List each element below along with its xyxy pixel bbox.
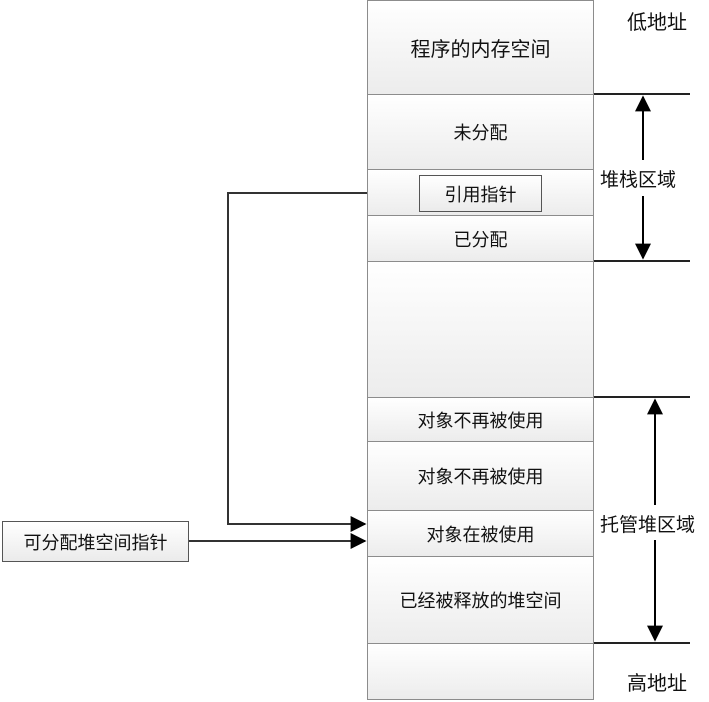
object-in-use-label: 对象在被使用 (426, 524, 535, 546)
program-space-cell: 程序的内存空间 (367, 0, 594, 95)
bottom-cell (367, 643, 594, 700)
freed-heap-label: 已经被释放的堆空间 (399, 591, 562, 612)
reference-pointer-label: 引用指针 (444, 184, 517, 206)
reference-pointer-connector (227, 192, 419, 532)
object-unused-label-2: 对象不再被使用 (417, 467, 544, 488)
heap-alloc-pointer-box: 可分配堆空间指针 (2, 521, 189, 562)
freed-heap-cell: 已经被释放的堆空间 (367, 556, 594, 644)
heap-alloc-pointer-label: 可分配堆空间指针 (23, 532, 168, 554)
stack-region-label: 堆栈区域 (600, 169, 677, 191)
object-in-use-cell: 对象在被使用 (367, 510, 594, 557)
low-address-label: 低地址 (627, 10, 687, 34)
allocated-label: 已分配 (453, 229, 508, 251)
program-space-label: 程序的内存空间 (410, 37, 551, 61)
reference-pointer-box: 引用指针 (419, 175, 542, 212)
allocated-cell: 已分配 (367, 215, 594, 262)
gap-cell (367, 261, 594, 398)
object-unused-label-1: 对象不再被使用 (417, 410, 544, 432)
object-unused-cell-2: 对象不再被使用 (367, 441, 594, 511)
object-unused-cell-1: 对象不再被使用 (367, 397, 594, 442)
high-address-label: 高地址 (627, 671, 687, 695)
managed-heap-region-label: 托管堆区域 (600, 514, 696, 536)
unallocated-cell: 未分配 (367, 94, 594, 170)
unallocated-label: 未分配 (453, 123, 508, 144)
